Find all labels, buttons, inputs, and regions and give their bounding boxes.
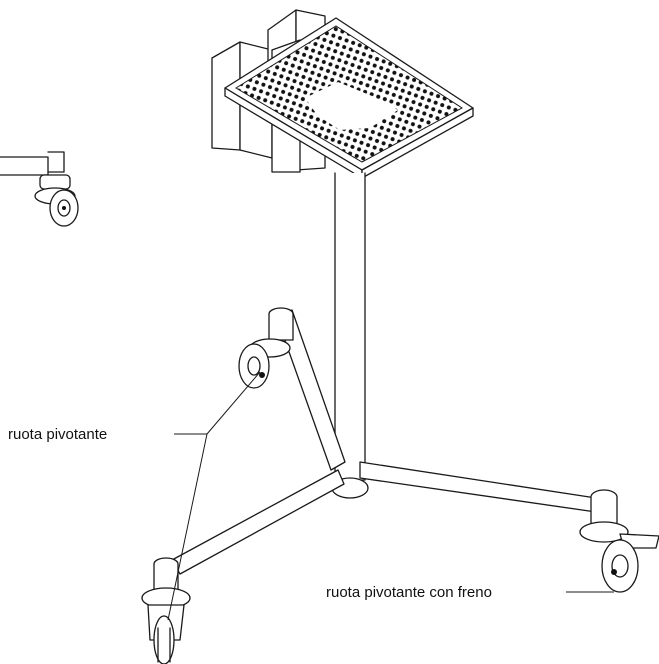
- detail-caster-partial: [0, 151, 79, 227]
- label-swivel-caster-brake: ruota pivotante con freno: [326, 584, 492, 601]
- leg-left: [171, 469, 345, 575]
- caster-back-left: [238, 307, 294, 389]
- leg-right: [359, 461, 597, 513]
- label-swivel-caster: ruota pivotante: [8, 426, 107, 443]
- caster-front-left: [141, 557, 191, 664]
- leader-lines: [167, 371, 614, 621]
- top-tray: [224, 17, 474, 179]
- caster-front-right-brake: [579, 489, 659, 593]
